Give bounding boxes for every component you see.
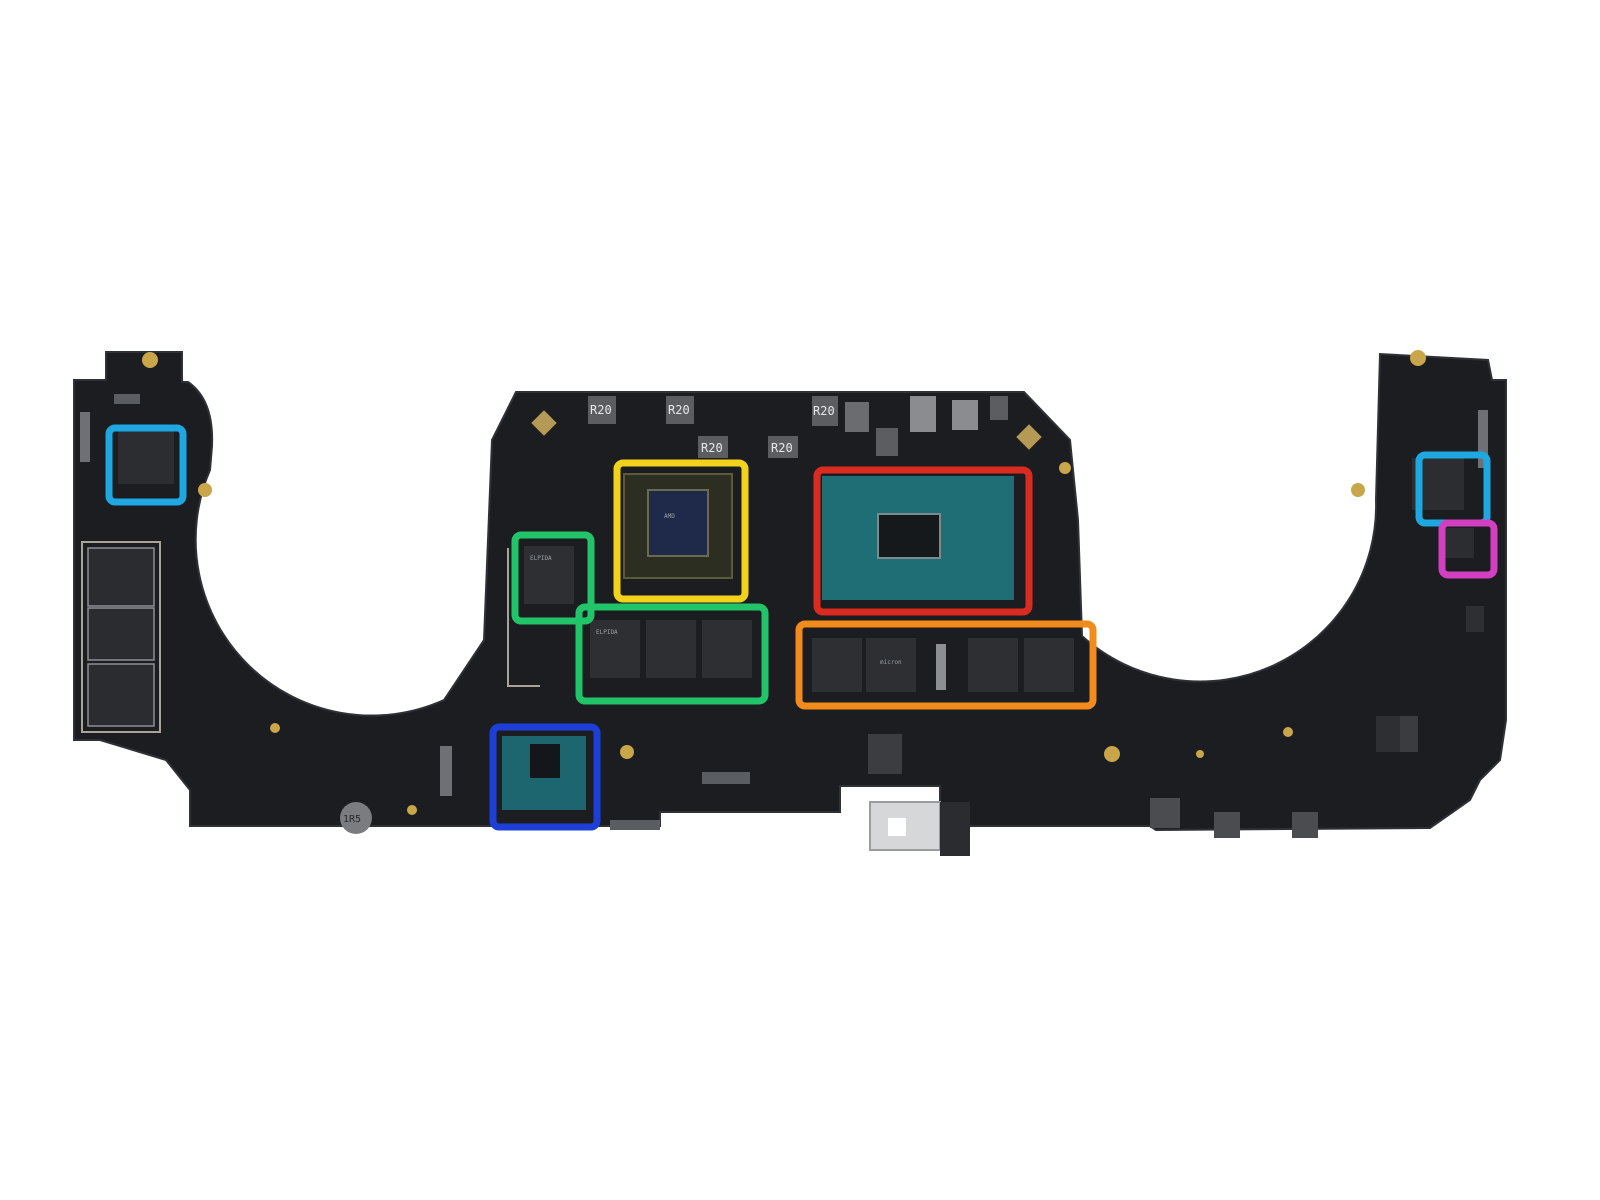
inductor-row: R20 R20 R20 R20 R20	[531, 396, 1042, 458]
inductor: R20	[698, 436, 728, 458]
ram-chips: micron	[812, 638, 1074, 692]
mounting-hole	[620, 745, 634, 759]
highlight-magenta	[1438, 519, 1498, 579]
ram-chip	[866, 638, 916, 692]
ssd-frame	[81, 541, 161, 733]
highlight-yellow	[613, 459, 749, 603]
inductor: R20	[588, 396, 616, 424]
connector	[440, 746, 452, 796]
ram-chip	[812, 638, 862, 692]
connector	[80, 412, 90, 462]
vram-chip	[646, 620, 696, 678]
highlight-cyan-left	[105, 424, 187, 506]
component	[1292, 812, 1318, 838]
svg-text:ELPIDA: ELPIDA	[596, 629, 618, 636]
svg-text:R20: R20	[771, 441, 793, 455]
highlight-red	[813, 466, 1033, 616]
svg-text:AMD: AMD	[664, 513, 675, 520]
connector	[610, 820, 660, 830]
connector	[1478, 410, 1488, 468]
thermal-pad	[531, 410, 557, 436]
inductor: R20	[666, 396, 694, 424]
component	[1400, 716, 1418, 752]
pch-package	[502, 736, 586, 810]
ssd-chip	[87, 663, 155, 727]
vram-chip	[524, 546, 574, 604]
highlight-green-small	[511, 531, 595, 625]
board-edge	[73, 351, 1507, 832]
vram-chips: ELPIDA ELPIDA	[524, 546, 752, 678]
mounting-hole	[142, 352, 158, 368]
mounting-hole	[1059, 462, 1071, 474]
component	[1150, 798, 1180, 828]
bracket	[940, 802, 970, 856]
mounting-hole	[198, 483, 212, 497]
inductor: R20	[812, 396, 838, 426]
inductor	[910, 396, 936, 432]
ssd-chip	[87, 607, 155, 661]
vram-chip	[702, 620, 752, 678]
mounting-hole	[270, 723, 280, 733]
svg-text:R20: R20	[701, 441, 723, 455]
inductor-small	[340, 802, 372, 834]
bracket-hole	[888, 818, 906, 836]
mounting-hole	[1351, 483, 1365, 497]
mounting-hole	[1410, 350, 1426, 366]
logic-board	[74, 352, 1506, 830]
inductor: R20	[768, 436, 798, 458]
highlight-green-wide	[575, 603, 769, 705]
inductor	[876, 428, 898, 456]
mounting-holes	[142, 350, 1426, 815]
svg-text:ELPIDA: ELPIDA	[530, 555, 552, 562]
component	[868, 734, 902, 774]
highlight-boxes	[105, 424, 1498, 831]
chip	[118, 428, 174, 484]
frame	[507, 548, 540, 687]
connector	[114, 394, 140, 404]
ssd-chip	[87, 547, 155, 607]
mounting-hole	[1104, 746, 1120, 762]
component	[1466, 606, 1484, 632]
ram-chip	[968, 638, 1018, 692]
highlight-orange	[795, 620, 1097, 710]
misc-components: 1R5	[340, 548, 1318, 856]
component	[1214, 812, 1240, 838]
svg-text:micron: micron	[880, 659, 902, 666]
inductor	[845, 402, 869, 432]
svg-text:1R5: 1R5	[343, 814, 361, 825]
highlight-blue	[489, 723, 601, 831]
inductor	[990, 396, 1008, 420]
mounting-hole	[407, 805, 417, 815]
svg-text:R20: R20	[813, 404, 835, 418]
vram-chip	[590, 620, 640, 678]
svg-text:R20: R20	[590, 403, 612, 417]
mounting-hole	[1196, 750, 1204, 758]
svg-text:R20: R20	[668, 403, 690, 417]
chip	[1444, 528, 1474, 558]
inductor	[952, 400, 978, 430]
connector	[702, 772, 750, 784]
left-wing	[80, 394, 174, 733]
cpu-package	[822, 476, 1014, 600]
ram-chip	[936, 644, 946, 690]
mounting-hole	[1283, 727, 1293, 737]
gpu-package: AMD	[623, 473, 733, 579]
ram-chip	[1024, 638, 1074, 692]
